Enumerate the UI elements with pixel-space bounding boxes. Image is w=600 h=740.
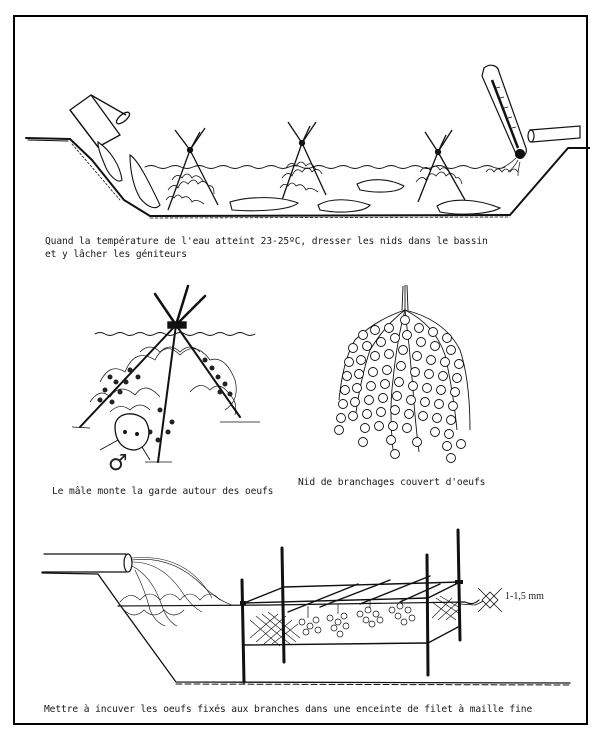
- caption-pond-stocking-line2: et y lâcher les géniteurs: [45, 249, 187, 260]
- water-splash-icon: [485, 157, 521, 177]
- thermometer-icon: [481, 64, 527, 160]
- pond-cross-section-illustration: [25, 64, 590, 219]
- nest-tripod-icon: [279, 121, 327, 201]
- nest-tripod-icon: [415, 129, 466, 203]
- catfish-head-icon: [99, 413, 151, 461]
- caption-male-guarding: Le mâle monte la garde autour des oeufs: [52, 486, 274, 497]
- figure-male-guarding: [60, 282, 300, 482]
- caption-incubation-enclosure: Mettre à incuver les oeufs fixés aux bra…: [44, 704, 533, 715]
- bucket-icon: [69, 94, 131, 148]
- caption-egg-nest: Nid de branchages couvert d'oeufs: [298, 477, 486, 488]
- fish-icon: [229, 179, 502, 215]
- figure-incubation-enclosure: [20, 510, 590, 690]
- figure-egg-nest: [325, 280, 490, 465]
- fish-falling-icon: [97, 140, 161, 209]
- mesh-size-label: 1-1,5 mm: [505, 591, 544, 602]
- net-mesh-left: [249, 611, 301, 647]
- male-symbol: ♂: [108, 451, 128, 476]
- caption-pond-stocking-line1: Quand la température de l'eau atteint 23…: [45, 236, 488, 247]
- mesh-size-icon: [459, 587, 503, 613]
- egg-cluster: [334, 315, 466, 463]
- nest-tripod-icon: [165, 127, 219, 211]
- net-enclosure: [240, 528, 463, 684]
- net-mesh-right: [431, 595, 461, 621]
- egg-bundles: [298, 602, 416, 638]
- page-border: [13, 15, 588, 725]
- male-guarding-illustration: [71, 284, 260, 463]
- figure-pond-stocking: [20, 60, 590, 225]
- incubation-enclosure-illustration: [41, 528, 571, 686]
- egg-nest-illustration: [334, 284, 471, 463]
- inlet-pipe-icon: [527, 125, 581, 143]
